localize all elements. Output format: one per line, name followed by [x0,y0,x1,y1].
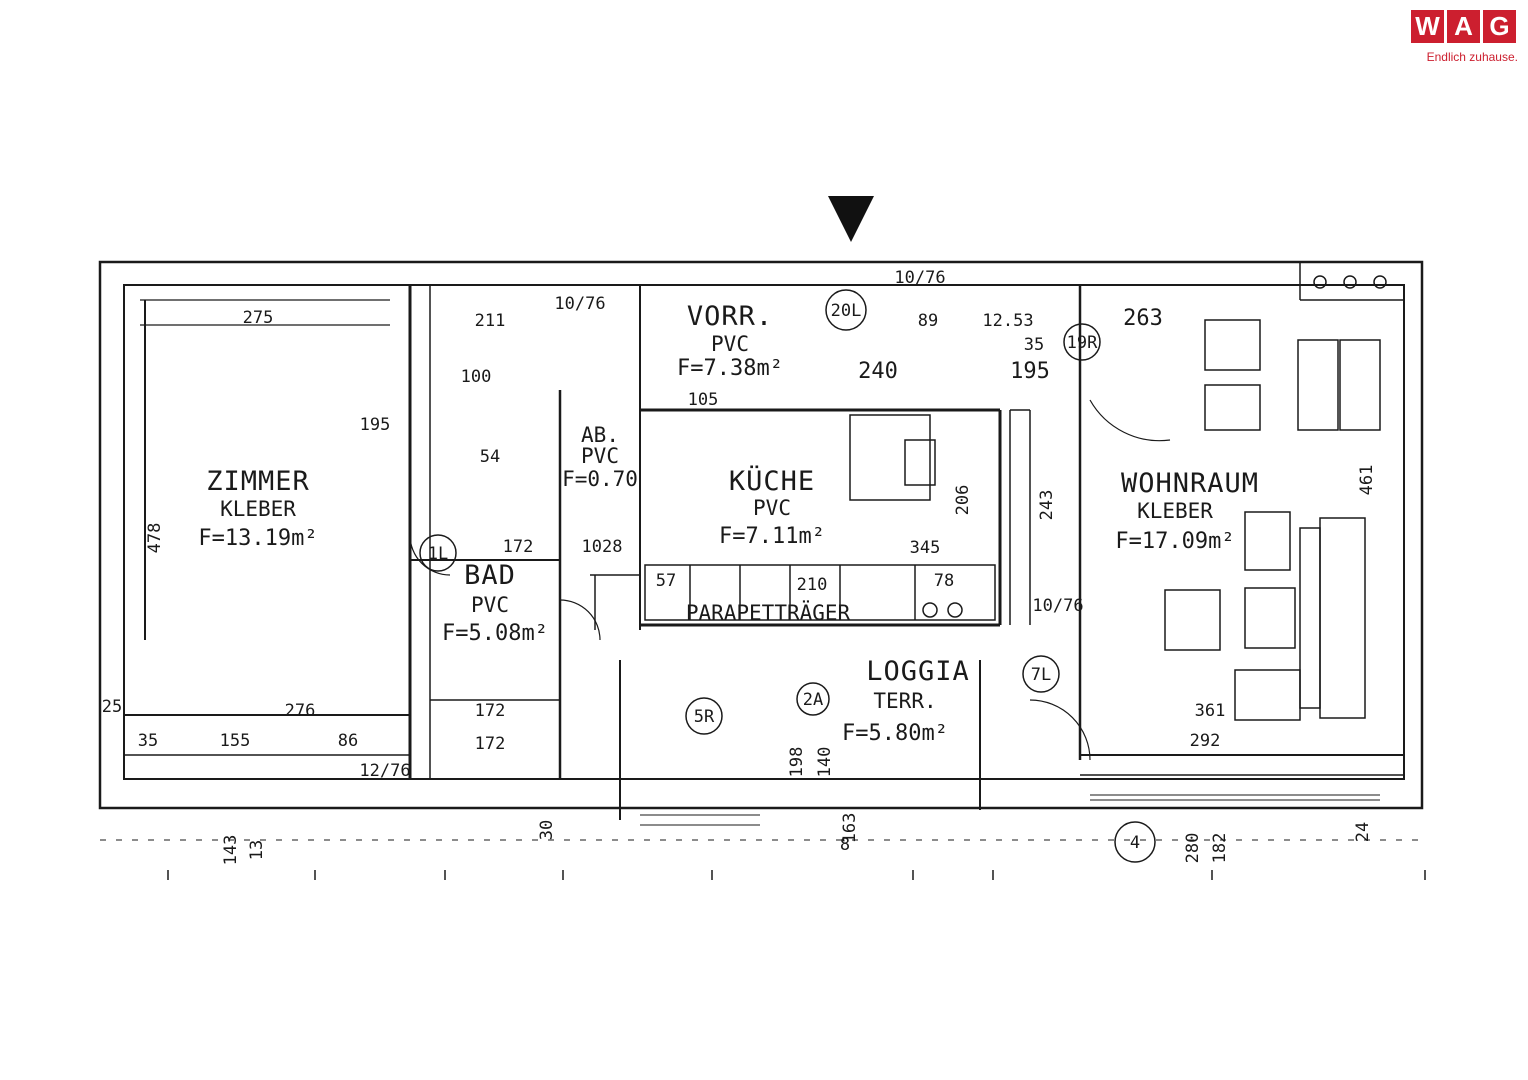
room-vorraum: VORR. PVC F=7.38m² [677,301,783,381]
room-material: KLEBER [1137,499,1213,523]
room-material: PVC [471,593,509,617]
door-swings [409,399,1171,761]
marker-2a: 2A [803,690,823,710]
dim-label: 263 [1123,306,1163,331]
dim-label: 206 [953,485,973,516]
parapet-label: PARAPETTRÄGER [686,600,851,625]
living-room-furniture [1164,275,1387,721]
dim-label: 140 [815,747,835,778]
room-material: PVC [711,332,749,356]
room-area: F=7.11m² [719,524,825,549]
dim-label: 275 [243,308,274,328]
dim-label: 361 [1195,701,1226,721]
dim-label: 10/76 [554,294,605,314]
dim-label: 86 [338,731,358,751]
room-material: TERR. [873,689,936,713]
dimension-labels: 275 276 478 240 105 263 361 292 345 206 … [102,268,1377,865]
room-name: AB. [581,423,619,447]
dim-label: 182 [1210,833,1230,864]
marker-1l: 1L [428,544,448,564]
room-zimmer: ZIMMER KLEBER F=13.19m² [198,466,317,551]
dim-label: 13 [247,840,267,860]
room-name: ZIMMER [206,466,310,497]
dim-label: 57 [656,571,676,591]
room-abstell: AB. PVC F=0.70 [562,423,638,491]
dim-label: 8 [840,835,850,855]
dim-label: 24 [1353,822,1373,842]
room-name: KÜCHE [729,465,815,497]
dim-label: 172 [475,734,506,754]
room-kueche: KÜCHE PVC F=7.11m² [719,465,825,549]
dim-label: 89 [918,311,938,331]
room-area: F=0.70 [562,467,638,491]
logo-letter-a: A [1447,10,1480,43]
room-material: KLEBER [220,497,296,521]
logo-tagline: Endlich zuhause. [1426,50,1518,64]
room-area: F=5.80m² [842,721,948,746]
dim-label: 172 [503,537,534,557]
dim-label: 243 [1037,490,1057,521]
dim-label: 35 [1024,335,1044,355]
bottom-ticks [167,870,1426,880]
dim-label: 143 [221,835,241,866]
room-area: F=7.38m² [677,356,783,381]
room-area: F=5.08m² [442,621,548,646]
dim-label: 195 [360,415,391,435]
dim-label: 195 [1010,359,1050,384]
dim-label: 210 [797,575,828,595]
dim-label: 198 [787,747,807,778]
marker-20l: 20L [831,301,862,321]
dim-label: 211 [475,311,506,331]
room-name: BAD [464,560,516,591]
kitchen-fixtures [644,414,996,621]
dim-label: 478 [145,523,165,554]
dim-label: 1028 [582,537,623,557]
marker-7l: 7L [1031,665,1051,685]
dim-label: 30 [537,820,557,840]
room-name: VORR. [687,301,773,332]
dim-label: 25 [102,697,122,717]
marker-5r: 5R [694,707,715,727]
dim-label: 155 [220,731,251,751]
dim-label: 163 [840,813,860,844]
logo-letter-w: W [1411,10,1444,43]
room-name: WOHNRAUM [1121,468,1259,499]
entrance-arrow-icon [828,196,874,242]
room-wohnraum: WOHNRAUM KLEBER F=17.09m² [1115,468,1259,554]
dim-label: 240 [858,359,898,384]
dim-label: 35 [138,731,158,751]
dim-label: 280 [1183,833,1203,864]
wag-logo-letters: W A G [1411,10,1516,43]
dim-label: 10/76 [894,268,945,288]
marker-circles [419,289,1156,863]
dim-label: 12.53 [982,311,1033,331]
room-bad: BAD PVC F=5.08m² [442,560,548,646]
dim-label: 10/76 [1032,596,1083,616]
room-loggia: LOGGIA TERR. F=5.80m² [842,656,970,746]
dim-label: 12/76 [359,761,410,781]
dim-label: 461 [1357,465,1377,496]
walls [98,260,1424,841]
window-marks [640,794,1380,826]
dim-label: 345 [910,538,941,558]
wag-logo: W A G Endlich zuhause. [1406,10,1518,72]
room-name: LOGGIA [866,656,970,687]
marker-4: 4 [1130,833,1140,853]
room-area: F=17.09m² [1115,529,1234,554]
dim-label: 78 [934,571,954,591]
logo-letter-g: G [1483,10,1516,43]
room-material: PVC [753,496,791,520]
dim-label: 172 [475,701,506,721]
dim-label: 54 [480,447,500,467]
dim-label: 105 [688,390,719,410]
dim-label: 292 [1190,731,1221,751]
dim-label: 276 [285,701,316,721]
dim-label: 100 [461,367,492,387]
room-material: PVC [581,444,619,468]
marker-19r: 19R [1067,333,1098,353]
room-area: F=13.19m² [198,526,317,551]
